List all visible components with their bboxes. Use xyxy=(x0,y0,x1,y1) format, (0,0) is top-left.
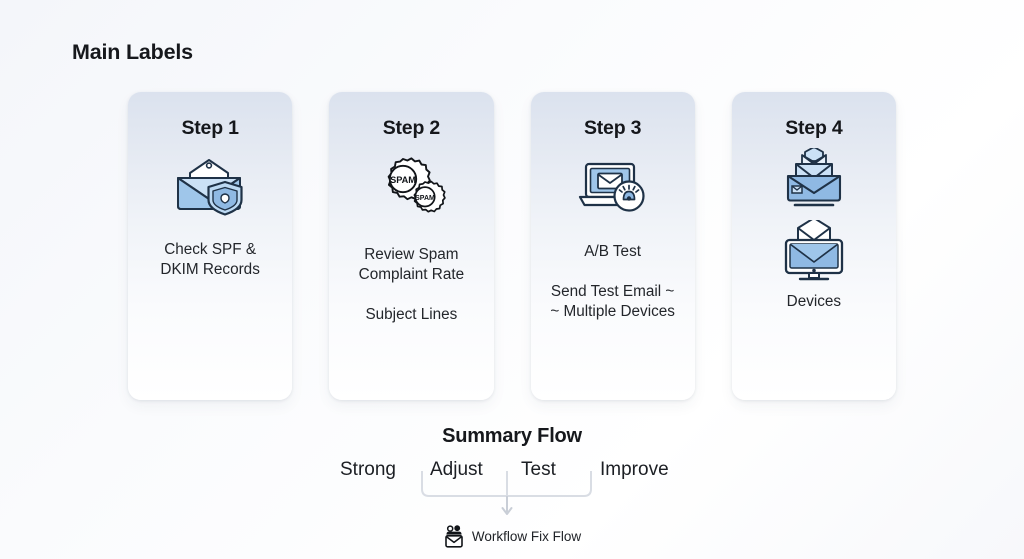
step-card-2-line-1: Review Spam Complaint Rate xyxy=(358,246,465,283)
step-card-3-lines: A/B Test Send Test Email ~ ~ Multiple De… xyxy=(531,242,695,322)
step-card-4[interactable]: Step 4 xyxy=(731,92,896,400)
step-card-1-line-1: Check SPF & DKIM Records xyxy=(160,241,260,278)
steps-card-row: Step 1 xyxy=(128,92,896,400)
summary-flow-section: Summary Flow Strong Adjust Test Improve xyxy=(0,425,1024,548)
step-card-1-lines: Check SPF & DKIM Records xyxy=(128,240,292,280)
step-card-3-icons xyxy=(573,155,653,217)
step-card-2-title: Step 2 xyxy=(382,117,441,139)
step-card-4-icons xyxy=(778,148,850,282)
workflow-fix-flow-label: Workflow Fix Flow xyxy=(471,529,582,544)
envelope-shield-icon xyxy=(172,154,248,216)
step-card-1-icons xyxy=(172,154,248,216)
step-card-1[interactable]: Step 1 xyxy=(128,92,293,400)
step-card-2[interactable]: Step 2 SPAM SPAM xyxy=(329,92,494,400)
flow-bracket-connector xyxy=(419,471,594,523)
step-card-4-line-1: Devices xyxy=(786,293,842,310)
spam-badge-text-small: SPAM xyxy=(416,195,436,202)
step-card-4-lines: Devices xyxy=(732,292,896,312)
stacked-envelopes-icon xyxy=(778,148,850,210)
step-card-2-lines: Review Spam Complaint Rate Subject Lines xyxy=(329,245,493,325)
summary-flow-words: Strong Adjust Test Improve xyxy=(0,459,1024,487)
step-card-3[interactable]: Step 3 xyxy=(530,92,695,400)
monitor-envelope-icon xyxy=(778,220,850,282)
step-card-1-title: Step 1 xyxy=(181,117,239,139)
laptop-email-preview-icon xyxy=(573,155,653,217)
page-title: Main Labels xyxy=(72,40,193,64)
flow-word-adjust[interactable]: Adjust xyxy=(430,459,483,480)
spam-badges-icon: SPAM SPAM xyxy=(373,157,449,219)
flow-word-test[interactable]: Test xyxy=(521,459,556,480)
workflow-fix-flow-tag[interactable]: Workflow Fix Flow xyxy=(0,525,1024,548)
step-card-3-line-1: A/B Test xyxy=(584,243,641,260)
step-card-3-title: Step 3 xyxy=(583,117,642,139)
group-envelope-icon xyxy=(443,525,465,548)
step-card-2-icons: SPAM SPAM xyxy=(373,157,449,219)
step-card-2-line-2: Subject Lines xyxy=(365,306,458,323)
step-card-4-title: Step 4 xyxy=(785,117,843,139)
step-card-3-line-2: Send Test Email ~ ~ Multiple Devices xyxy=(550,283,675,320)
flow-word-strong[interactable]: Strong xyxy=(340,459,396,480)
summary-flow-title: Summary Flow xyxy=(442,425,582,447)
flow-word-improve[interactable]: Improve xyxy=(600,459,669,480)
spam-badge-text-large: SPAM xyxy=(390,175,416,185)
